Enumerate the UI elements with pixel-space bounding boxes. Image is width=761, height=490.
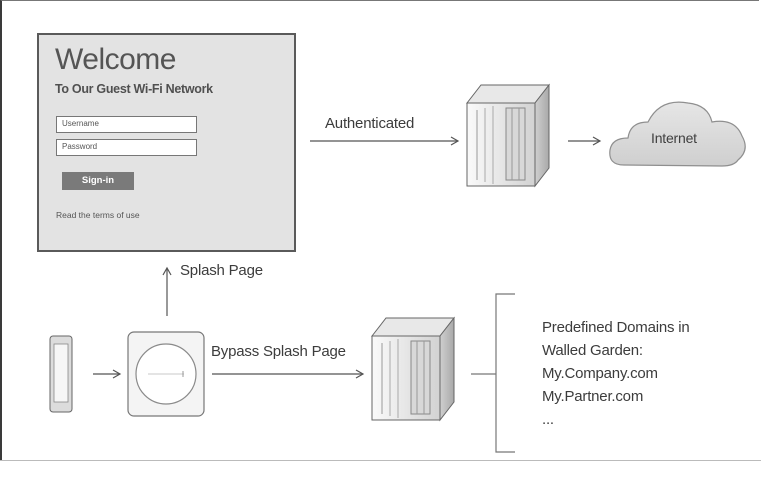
splash-page-label: Splash Page bbox=[180, 262, 263, 279]
walled-garden-server-icon bbox=[370, 316, 456, 422]
domain-list-line: Predefined Domains in bbox=[542, 319, 690, 336]
splash-page-arrow bbox=[162, 266, 172, 316]
splash-page-mockup: Welcome To Our Guest Wi-Fi Network Usern… bbox=[37, 33, 296, 252]
internet-cloud-icon bbox=[609, 101, 746, 167]
domain-list-line: My.Partner.com bbox=[542, 388, 644, 405]
signin-button[interactable]: Sign-in bbox=[62, 172, 134, 190]
terms-link[interactable]: Read the terms of use bbox=[56, 210, 140, 220]
domain-list-line: ... bbox=[542, 411, 554, 428]
bottom-rule bbox=[0, 460, 761, 461]
internet-label: Internet bbox=[651, 130, 697, 146]
device-arrow bbox=[93, 369, 122, 379]
welcome-heading: Welcome bbox=[55, 43, 176, 76]
diagram-frame bbox=[0, 0, 759, 460]
domain-list-line: My.Company.com bbox=[542, 365, 658, 382]
password-field[interactable]: Password bbox=[56, 139, 197, 156]
internet-arrow bbox=[568, 136, 602, 146]
bypass-arrow bbox=[212, 369, 365, 379]
username-field[interactable]: Username bbox=[56, 116, 197, 133]
authenticated-arrow bbox=[310, 136, 460, 146]
walled-garden-domain-list: Predefined Domains in Walled Garden: My.… bbox=[542, 316, 690, 431]
walled-garden-bracket bbox=[495, 293, 515, 453]
bypass-splash-page-label: Bypass Splash Page bbox=[211, 343, 346, 360]
welcome-subtitle: To Our Guest Wi-Fi Network bbox=[55, 82, 213, 96]
domain-list-line: Walled Garden: bbox=[542, 342, 643, 359]
tablet-icon bbox=[49, 335, 73, 413]
authenticated-server-icon bbox=[465, 83, 551, 188]
access-point-icon bbox=[127, 331, 205, 417]
authenticated-label: Authenticated bbox=[325, 115, 415, 132]
